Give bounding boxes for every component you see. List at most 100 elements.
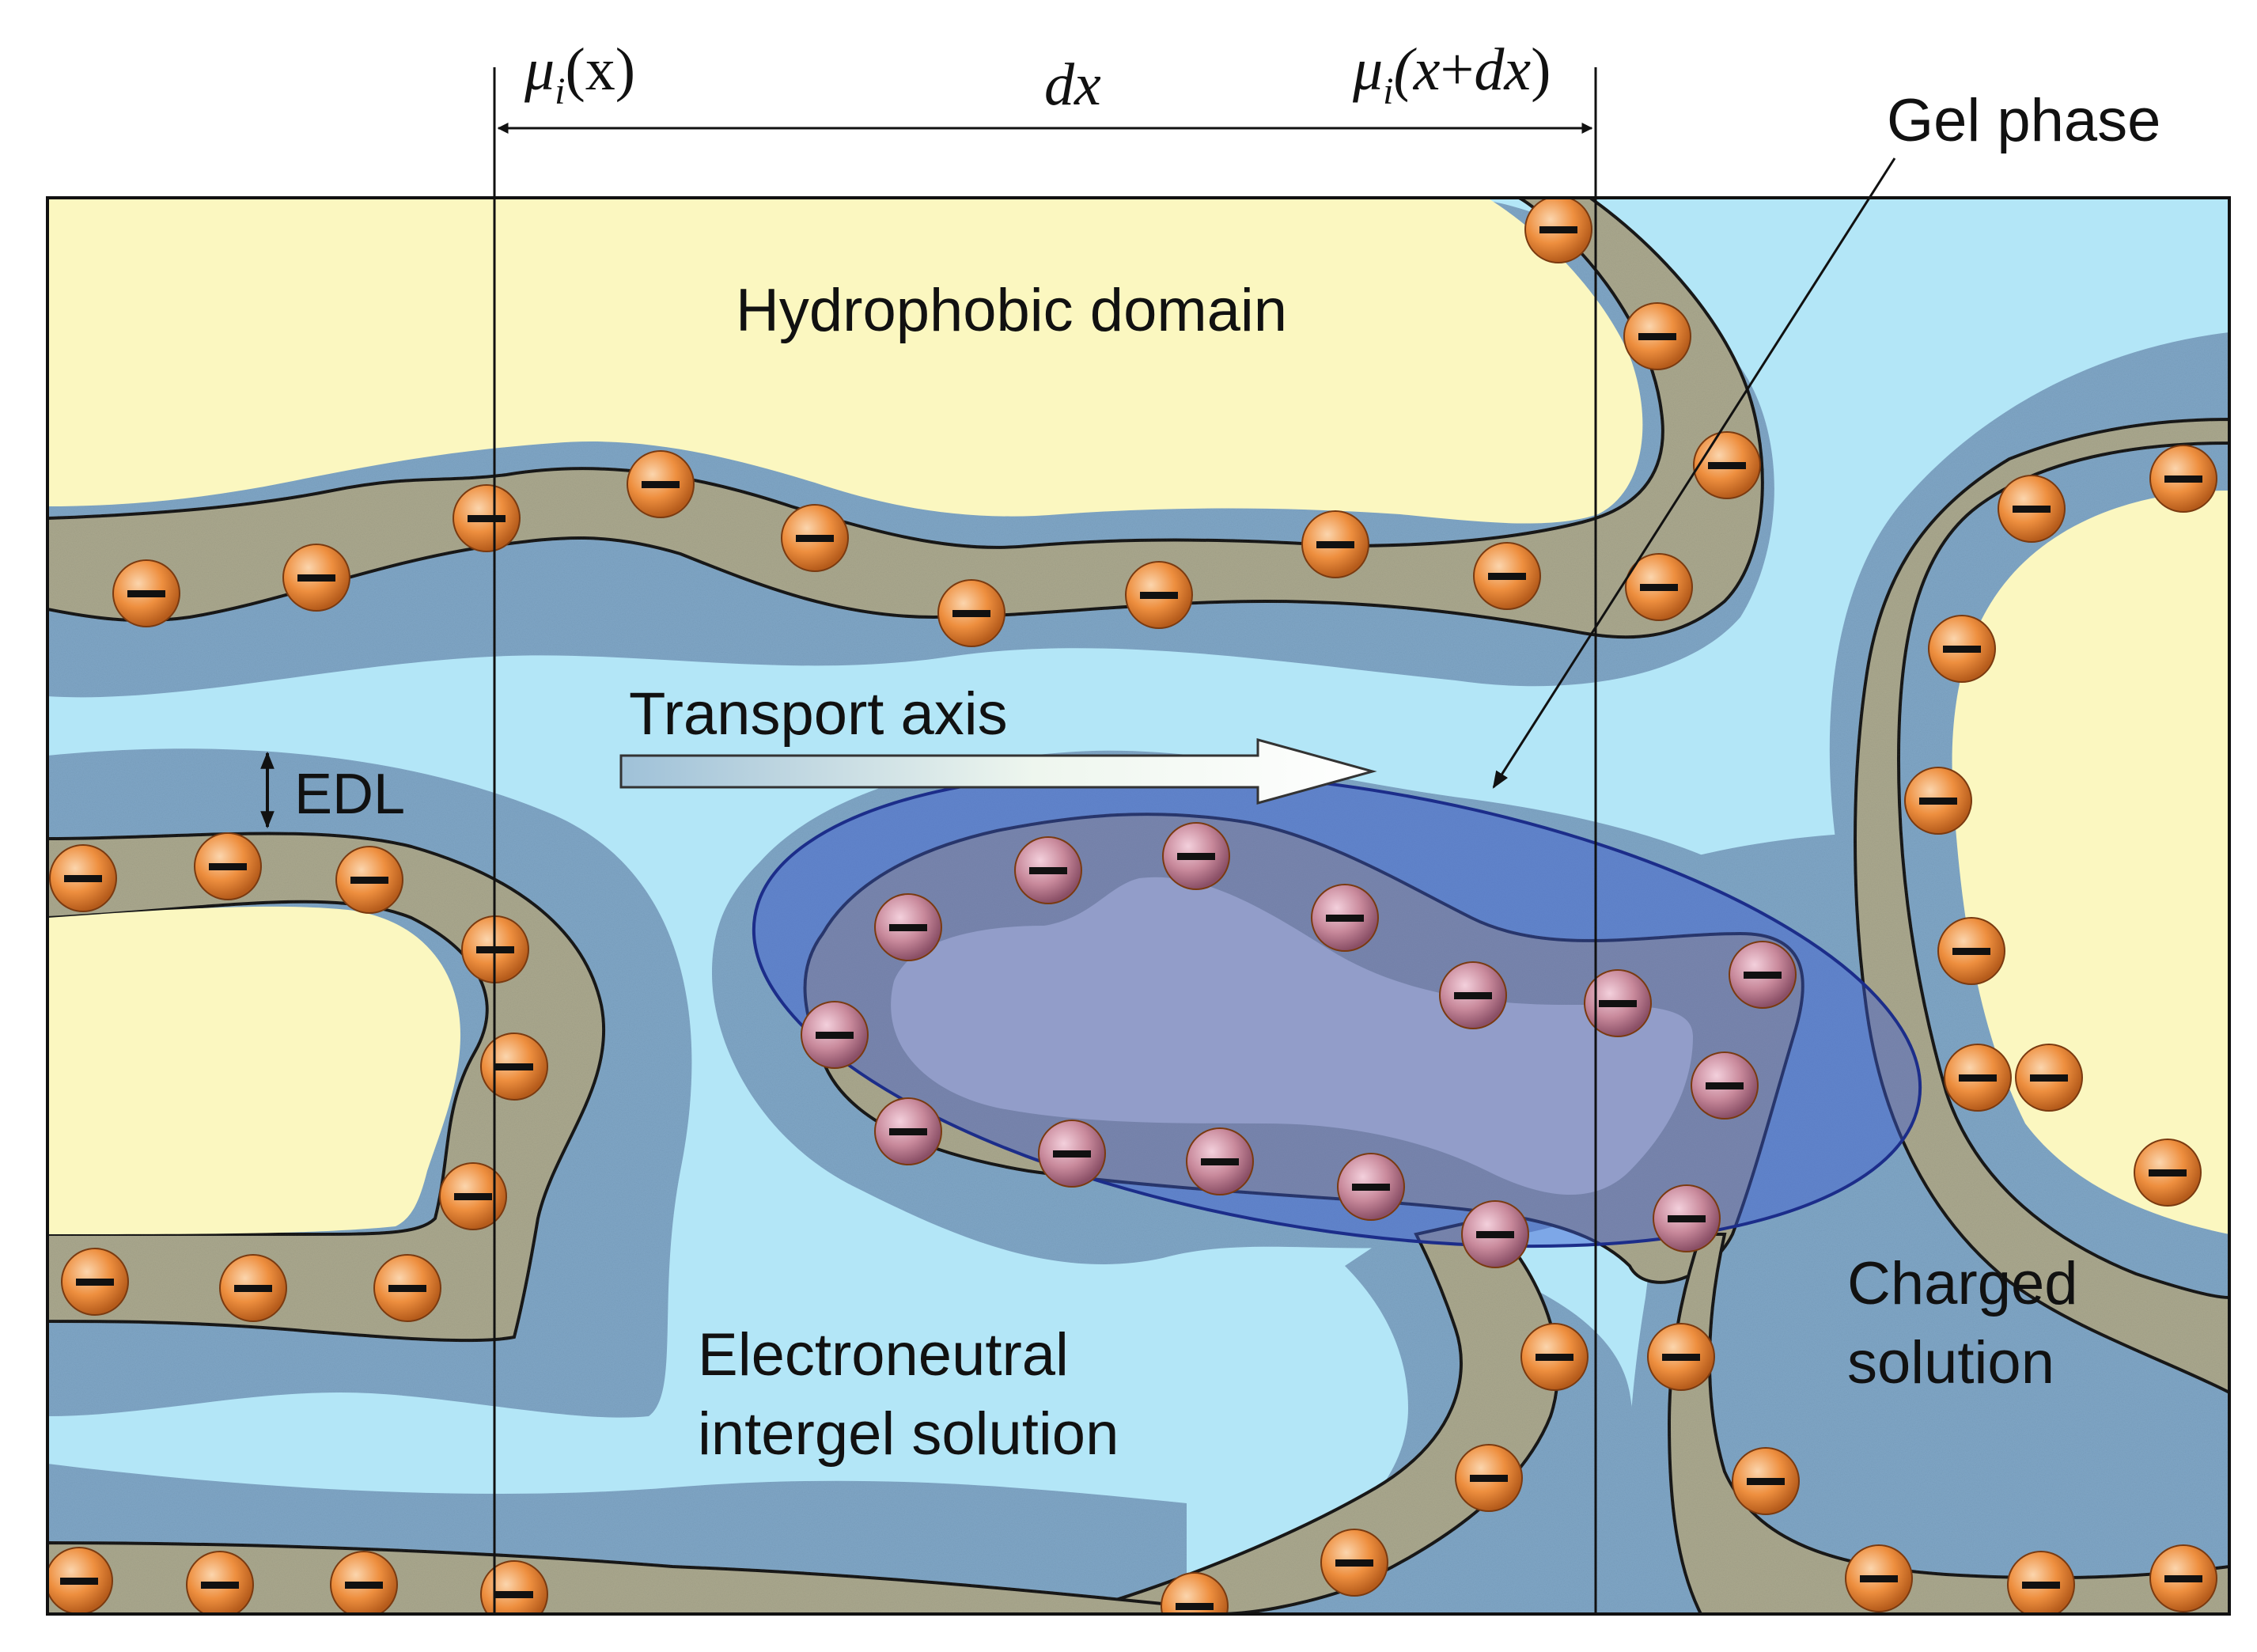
negative-charge-icon — [49, 844, 117, 912]
negative-charge-icon — [453, 484, 521, 552]
minus-sign-icon — [1599, 1000, 1637, 1007]
minus-sign-icon — [127, 590, 165, 597]
minus-sign-icon — [1536, 1354, 1573, 1361]
negative-charge-icon — [627, 450, 695, 518]
minus-sign-icon — [1140, 592, 1178, 599]
negative-charge-icon — [781, 504, 849, 572]
negative-charge-icon — [1928, 615, 1996, 683]
minus-sign-icon — [2030, 1074, 2068, 1082]
charged-solution-label-line2: solution — [1847, 1329, 2054, 1396]
negative-charge-icon — [1311, 884, 1379, 952]
minus-sign-icon — [454, 1193, 492, 1200]
negative-charge-icon — [1625, 553, 1693, 621]
minus-sign-icon — [1352, 1184, 1390, 1191]
negative-charge-icon — [1337, 1153, 1405, 1221]
minus-sign-icon — [234, 1285, 272, 1292]
minus-sign-icon — [345, 1582, 383, 1589]
minus-sign-icon — [1201, 1158, 1239, 1165]
minus-sign-icon — [468, 515, 506, 522]
negative-charge-icon — [1439, 961, 1507, 1029]
negative-charge-icon — [1584, 969, 1652, 1037]
negative-charge-icon — [2149, 445, 2217, 513]
negative-charge-icon — [1904, 767, 1972, 835]
minus-sign-icon — [1488, 573, 1526, 580]
minus-sign-icon — [952, 610, 990, 617]
negative-charge-icon — [874, 893, 942, 961]
gel-phase-label: Gel phase — [1887, 87, 2160, 154]
minus-sign-icon — [2149, 1169, 2187, 1176]
charged-layer-right-arc — [1854, 417, 2229, 1395]
negative-charge-icon — [2134, 1139, 2202, 1207]
charged-layer-bottom-center — [1067, 1216, 1559, 1614]
negative-charge-icon — [2007, 1551, 2075, 1614]
negative-charge-icon — [1473, 542, 1541, 610]
minus-sign-icon — [2164, 476, 2202, 483]
minus-sign-icon — [1454, 992, 1492, 999]
negative-charge-icon — [47, 1547, 113, 1614]
minus-sign-icon — [1638, 333, 1676, 340]
mu-label-right: μi(x+dx) — [1352, 36, 1551, 112]
minus-sign-icon — [1952, 948, 1990, 955]
minus-sign-icon — [209, 863, 247, 870]
charged-solution-label-line1: Charged — [1847, 1250, 2078, 1317]
negative-charge-icon — [373, 1254, 441, 1322]
minus-sign-icon — [201, 1582, 239, 1589]
minus-sign-icon — [816, 1032, 854, 1039]
minus-sign-icon — [642, 481, 680, 488]
negative-charge-icon — [1162, 822, 1230, 890]
negative-charge-icon — [282, 544, 350, 612]
minus-sign-icon — [350, 877, 388, 884]
minus-sign-icon — [388, 1285, 426, 1292]
negative-charge-icon — [1732, 1447, 1800, 1515]
negative-charge-icon — [335, 846, 403, 914]
minus-sign-icon — [1326, 915, 1364, 922]
electroneutral-label-line1: Electroneutral — [698, 1321, 1069, 1389]
negative-charge-icon — [186, 1551, 254, 1614]
negative-charge-icon — [1691, 1051, 1759, 1120]
negative-charge-icon — [1623, 302, 1691, 370]
negative-charge-icon — [219, 1254, 287, 1322]
negative-charge-icon — [1653, 1184, 1721, 1252]
minus-sign-icon — [1316, 541, 1354, 548]
negative-charge-icon — [439, 1162, 507, 1230]
negative-charge-icon — [1693, 431, 1761, 499]
hydrophobic-domain-left — [47, 906, 460, 1234]
dx-label: dx — [1044, 51, 1101, 118]
negative-charge-icon — [1998, 475, 2066, 543]
minus-sign-icon — [1476, 1231, 1514, 1238]
negative-charge-icon — [480, 1032, 548, 1101]
minus-sign-icon — [2164, 1575, 2202, 1582]
negative-charge-icon — [1729, 941, 1797, 1009]
minus-sign-icon — [1640, 584, 1678, 591]
minus-sign-icon — [1860, 1575, 1898, 1582]
negative-charge-icon — [194, 832, 262, 900]
minus-sign-icon — [1177, 853, 1215, 860]
transport-axis-arrow — [619, 738, 1377, 805]
minus-sign-icon — [2022, 1582, 2060, 1589]
gel-phase-pointer — [1492, 157, 1896, 789]
negative-charge-icon — [1647, 1323, 1715, 1391]
minus-sign-icon — [76, 1279, 114, 1286]
minus-sign-icon — [1053, 1150, 1091, 1158]
minus-sign-icon — [1706, 1082, 1744, 1089]
negative-charge-icon — [61, 1248, 129, 1316]
negative-charge-icon — [330, 1551, 398, 1614]
minus-sign-icon — [796, 535, 834, 542]
negative-charge-icon — [874, 1097, 942, 1165]
minus-sign-icon — [1668, 1215, 1706, 1222]
minus-sign-icon — [889, 1128, 927, 1135]
transport-axis-label: Transport axis — [629, 680, 1008, 748]
negative-charge-icon — [1520, 1323, 1589, 1391]
negative-charge-icon — [1014, 836, 1082, 904]
hydrophobic-domain-right — [1952, 491, 2229, 1234]
hydrophobic-domains — [47, 198, 2229, 1234]
negative-charge-icon — [1125, 561, 1193, 629]
negative-charge-icon — [1455, 1444, 1523, 1512]
minus-sign-icon — [1959, 1074, 1997, 1082]
gel-core — [891, 877, 1693, 1195]
membrane-cross-section — [47, 198, 2229, 1614]
minus-sign-icon — [60, 1578, 98, 1585]
minus-sign-icon — [889, 924, 927, 931]
minus-sign-icon — [1662, 1354, 1700, 1361]
negative-charge-icon — [1845, 1544, 1913, 1612]
